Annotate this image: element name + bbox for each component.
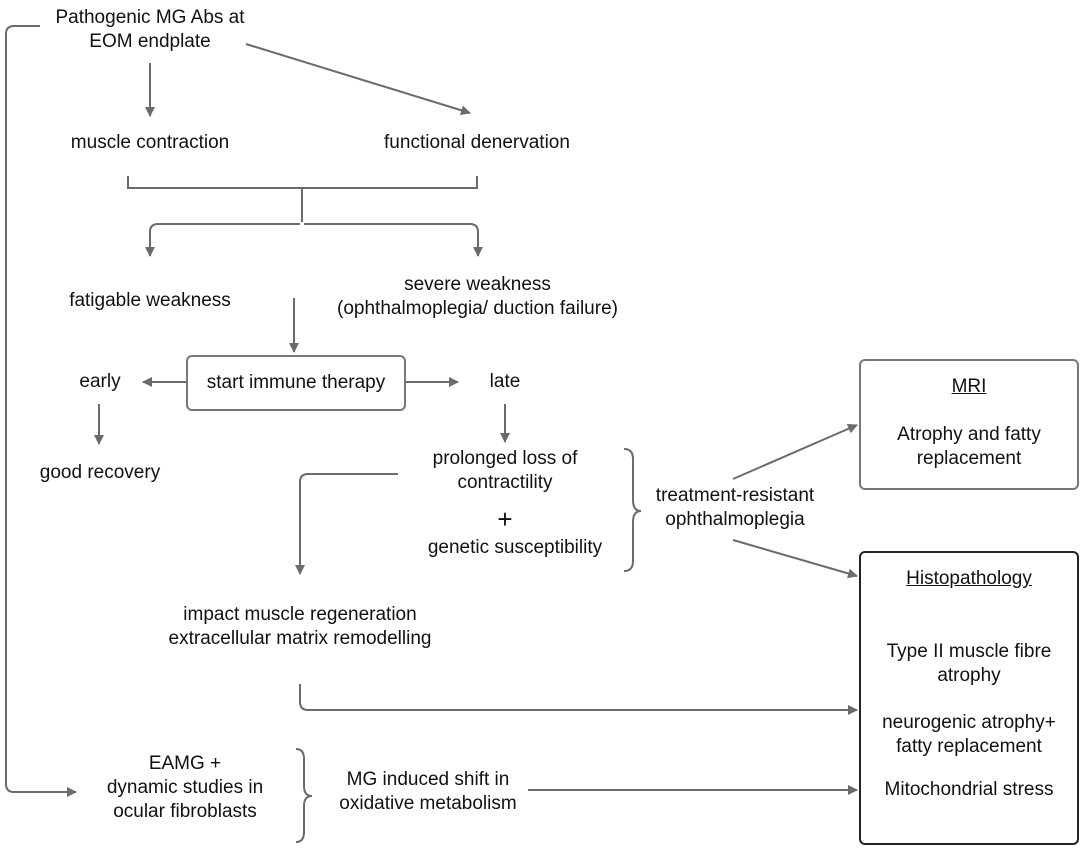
histo-item-mitochondrial: Mitochondrial stress <box>884 779 1054 800</box>
node-fatigable-weakness: fatigable weakness <box>69 290 231 311</box>
node-severe-weakness: severe weakness (ophthalmoplegia/ ductio… <box>320 273 635 321</box>
mri-text-line2: replacement <box>916 448 1022 469</box>
node-late: late <box>489 371 521 392</box>
node-prolonged-loss: prolonged loss of contractility <box>405 447 605 495</box>
mri-box: MRI Atrophy and fatty replacement <box>859 359 1079 490</box>
node-impact-line1: impact muscle regeneration <box>183 604 417 625</box>
brace-right <box>623 448 642 572</box>
node-good-recovery: good recovery <box>39 462 161 483</box>
node-severe-line2: (ophthalmoplegia/ duction failure) <box>337 298 618 319</box>
histo-item-type2-line1: Type II muscle fibre <box>886 641 1052 662</box>
node-treatment-line1: treatment-resistant <box>655 485 815 506</box>
histo-title: Histopathology <box>906 568 1032 589</box>
arrow-to-functional-denervation <box>245 43 471 116</box>
node-start-immune-box: start immune therapy <box>186 355 406 411</box>
histo-item-neurogenic: neurogenic atrophy+ fatty replacement <box>861 711 1077 759</box>
node-start-immune: start immune therapy <box>206 372 386 393</box>
arrow-impact-to-histo <box>299 684 858 715</box>
node-prolonged-line1: prolonged loss of <box>432 448 578 469</box>
node-prolonged-line2: contractility <box>457 472 553 493</box>
bracket-top <box>127 176 478 189</box>
brace-bottom <box>295 748 313 843</box>
node-early: early <box>79 371 121 392</box>
node-functional-denervation: functional denervation <box>384 132 570 153</box>
arrow-to-impact <box>295 473 398 575</box>
histo-item-neurogenic-line2: fatty replacement <box>896 736 1042 757</box>
histo-item-type2-line2: atrophy <box>937 665 1001 686</box>
node-impact-line2: extracellular matrix remodelling <box>168 628 432 649</box>
node-treatment-line2: ophthalmoplegia <box>665 509 805 530</box>
node-mg-shift: MG induced shift in oxidative metabolism <box>318 768 538 816</box>
node-genetic-susceptibility: genetic susceptibility <box>427 537 603 558</box>
arrow-pathogenic-to-eamg <box>5 25 77 797</box>
node-mg-shift-line2: oxidative metabolism <box>339 793 517 814</box>
node-eamg: EAMG + dynamic studies in ocular fibrobl… <box>85 752 285 824</box>
histo-item-type2: Type II muscle fibre atrophy <box>861 640 1077 688</box>
node-treatment-resistant: treatment-resistant ophthalmoplegia <box>640 484 830 532</box>
mri-text-line1: Atrophy and fatty <box>897 424 1041 445</box>
mri-text: Atrophy and fatty replacement <box>861 423 1077 471</box>
node-eamg-line2: dynamic studies in <box>106 777 264 798</box>
arrow-to-fatigable <box>145 223 300 257</box>
node-impact-muscle: impact muscle regeneration extracellular… <box>140 603 460 651</box>
node-pathogenic-line1: Pathogenic MG Abs at <box>55 7 245 28</box>
node-plus-sign: + <box>497 504 513 534</box>
arrow-to-histo-1 <box>732 539 858 579</box>
arrow-to-severe <box>304 223 483 257</box>
node-eamg-line1: EAMG + <box>148 753 222 774</box>
node-eamg-line3: ocular fibroblasts <box>113 801 257 822</box>
node-severe-line1: severe weakness <box>404 274 551 295</box>
node-mg-shift-line1: MG induced shift in <box>346 769 510 790</box>
mri-title: MRI <box>951 376 987 397</box>
histo-item-neurogenic-line1: neurogenic atrophy+ <box>882 712 1056 733</box>
node-muscle-contraction: muscle contraction <box>70 132 230 153</box>
node-pathogenic-line2: EOM endplate <box>89 31 211 52</box>
histopathology-box: Histopathology Type II muscle fibre atro… <box>859 551 1079 845</box>
node-pathogenic-abs: Pathogenic MG Abs at EOM endplate <box>20 6 280 54</box>
arrow-to-mri <box>732 424 858 480</box>
